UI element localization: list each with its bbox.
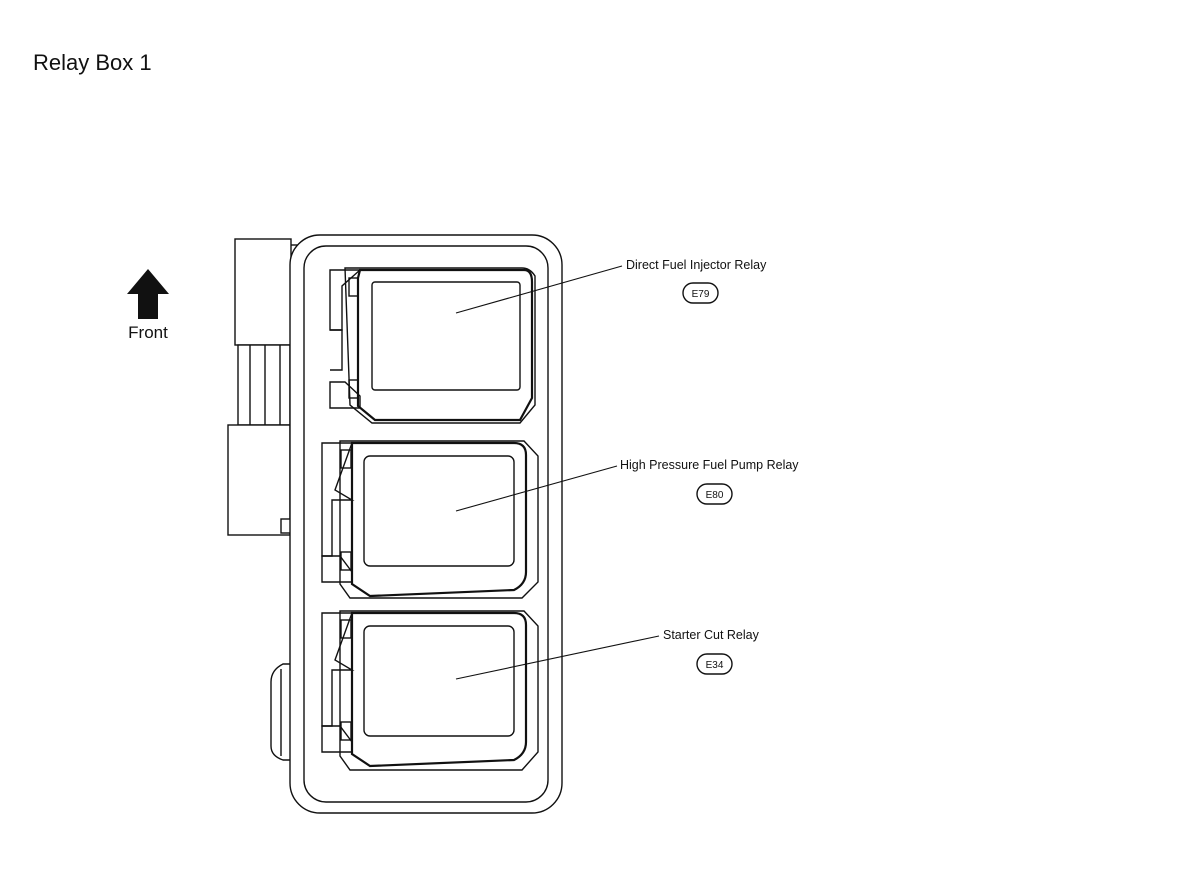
connector-code: E34 [706,660,724,671]
front-label: Front [128,323,168,342]
callout-3: Starter Cut Relay E34 [455,628,760,680]
relay-label: Direct Fuel Injector Relay [626,258,767,272]
connector-code: E80 [706,490,724,501]
callout-2: High Pressure Fuel Pump Relay E80 [455,458,799,512]
relay-2 [321,440,539,599]
arrow-up-icon [127,269,169,319]
relay-1 [329,267,536,424]
relay-3 [321,610,539,771]
connector-code: E79 [692,289,710,300]
relay-label: Starter Cut Relay [663,628,760,642]
front-indicator: Front [127,269,169,342]
relay-label: High Pressure Fuel Pump Relay [620,458,799,472]
callout-1: Direct Fuel Injector Relay E79 [455,258,767,314]
page-title: Relay Box 1 [33,50,152,75]
side-clip [270,663,294,761]
